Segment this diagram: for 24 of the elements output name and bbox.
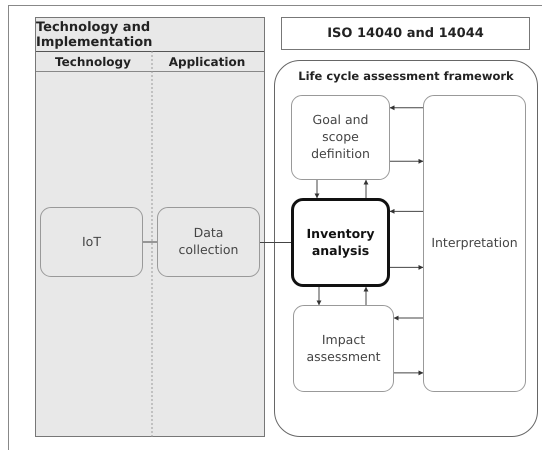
column-panel — [35, 17, 265, 437]
process-box: Goal and scope definition — [291, 95, 390, 180]
arrow — [390, 105, 424, 110]
arrow — [390, 208, 424, 214]
process-box: Inventory analysis — [291, 198, 390, 287]
process-box: IoT — [40, 207, 143, 277]
connector-line — [260, 242, 292, 243]
arrow — [316, 286, 322, 306]
arrow — [394, 316, 424, 321]
heading-box: ISO 14040 and 14044 — [281, 17, 530, 50]
process-box: Impact assessment — [293, 305, 394, 392]
column-heading: Technology — [54, 54, 132, 71]
process-box: Interpretation — [423, 95, 526, 392]
arrow — [390, 158, 424, 164]
arrow — [364, 180, 368, 198]
arrow — [390, 264, 424, 270]
process-box: Data collection — [157, 207, 260, 277]
panel-heading: Technology and Implementation — [36, 18, 264, 52]
arrow — [394, 370, 424, 376]
container-title: Life cycle assessment framework — [297, 69, 515, 83]
arrow — [364, 286, 368, 306]
column-heading: Application — [168, 54, 246, 70]
arrow — [314, 180, 320, 198]
framework-container — [274, 60, 538, 437]
